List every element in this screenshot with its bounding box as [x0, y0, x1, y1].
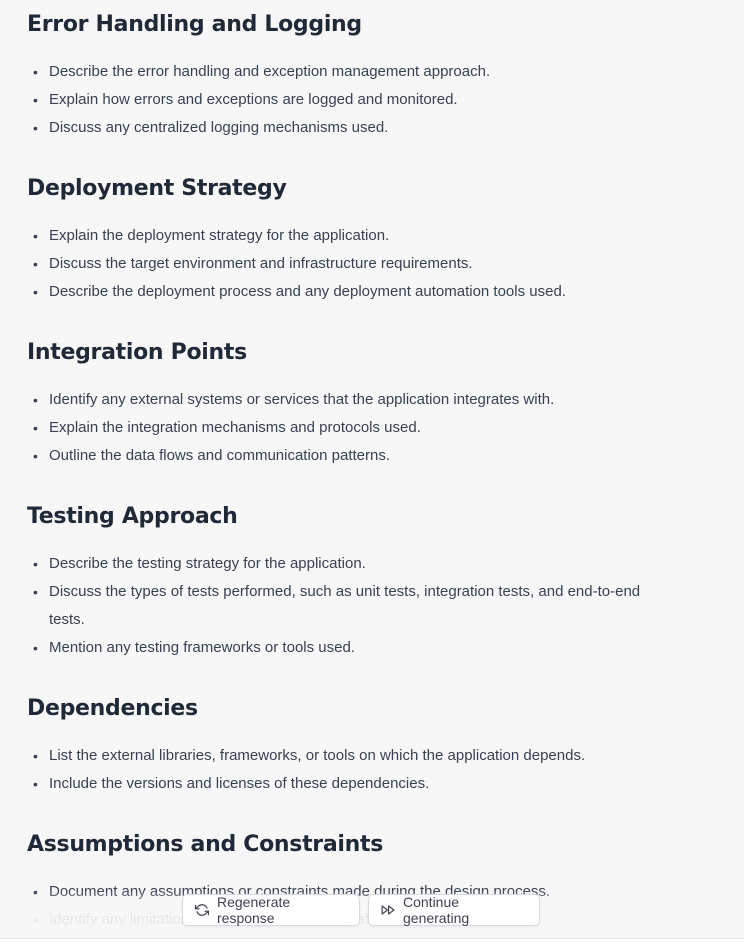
bullet-icon: • — [33, 284, 38, 300]
regenerate-response-label: Regenerate response — [217, 894, 291, 926]
list-item: • Outline the data flows and communicatio… — [27, 442, 667, 470]
composer-top-edge — [0, 938, 744, 949]
list-item-text: Discuss the types of tests performed, su… — [49, 583, 641, 628]
refresh-icon — [195, 903, 209, 917]
bullet-icon: • — [33, 748, 38, 764]
bullet-list: • List the external libraries, frameworks… — [27, 742, 667, 798]
section-integration-points: Integration Points • Identify any externa… — [27, 328, 667, 470]
list-item-text: Describe the error handling and exceptio… — [49, 63, 491, 80]
section-heading: Assumptions and Constraints — [27, 832, 383, 857]
bullet-list: • Identify any external systems or servic… — [27, 386, 667, 470]
list-item-text: Describe the testing strategy for the ap… — [49, 555, 366, 572]
list-item: • Discuss any centralized logging mechani… — [27, 114, 667, 142]
bullet-icon: • — [33, 584, 38, 600]
bullet-icon: • — [33, 912, 38, 928]
section-heading: Testing Approach — [27, 504, 238, 529]
list-item-text: Explain how errors and exceptions are lo… — [49, 91, 458, 108]
bullet-icon: • — [33, 884, 38, 900]
list-item: • Describe the testing strategy for the a… — [27, 550, 667, 578]
list-item: • Explain the integration mechanisms and … — [27, 414, 667, 442]
list-item: • Discuss the types of tests performed, s… — [27, 578, 667, 634]
list-item-text: Explain the integration mechanisms and p… — [49, 419, 421, 436]
bullet-icon: • — [33, 392, 38, 408]
section-dependencies: Dependencies • List the external librarie… — [27, 684, 667, 798]
bullet-icon: • — [33, 120, 38, 136]
list-item: • List the external libraries, frameworks… — [27, 742, 667, 770]
bullet-icon: • — [33, 64, 38, 80]
section-error-handling: Error Handling and Logging • Describe the… — [27, 0, 667, 142]
list-item-text: Discuss the target environment and infra… — [49, 255, 473, 272]
list-item: • Explain the deployment strategy for the… — [27, 222, 667, 250]
list-item-text: Mention any testing frameworks or tools … — [49, 639, 355, 656]
list-item: • Explain how errors and exceptions are l… — [27, 86, 667, 114]
continue-generating-button[interactable]: Continue generating — [368, 894, 540, 926]
list-item-text: Outline the data flows and communication… — [49, 447, 391, 464]
bullet-icon: • — [33, 256, 38, 272]
bullet-list: • Describe the error handling and excepti… — [27, 58, 667, 142]
list-item-text: Explain the deployment strategy for the … — [49, 227, 390, 244]
regenerate-response-button[interactable]: Regenerate response — [182, 894, 360, 926]
list-item-text: Discuss any centralized logging mechanis… — [49, 119, 389, 136]
bullet-icon: • — [33, 640, 38, 656]
section-heading: Deployment Strategy — [27, 176, 287, 201]
list-item-text: Identify any external systems or service… — [49, 391, 555, 408]
bullet-list: • Describe the testing strategy for the a… — [27, 550, 667, 662]
bullet-list: • Explain the deployment strategy for the… — [27, 222, 667, 306]
list-item-text: Include the versions and licenses of the… — [49, 775, 430, 792]
section-heading: Integration Points — [27, 340, 247, 365]
section-deployment-strategy: Deployment Strategy • Explain the deploym… — [27, 164, 667, 306]
list-item-text: Describe the deployment process and any … — [49, 283, 566, 300]
bullet-icon: • — [33, 228, 38, 244]
chat-response-content: Error Handling and Logging • Describe the… — [27, 0, 667, 934]
fast-forward-icon — [381, 903, 395, 917]
list-item: • Discuss the target environment and infr… — [27, 250, 667, 278]
continue-generating-label: Continue generating — [403, 894, 470, 926]
bullet-icon: • — [33, 92, 38, 108]
list-item: • Describe the error handling and excepti… — [27, 58, 667, 86]
list-item: • Mention any testing frameworks or tools… — [27, 634, 667, 662]
section-heading: Error Handling and Logging — [27, 12, 362, 37]
bullet-icon: • — [33, 448, 38, 464]
bullet-icon: • — [33, 420, 38, 436]
list-item-text: List the external libraries, frameworks,… — [49, 747, 586, 764]
list-item: • Include the versions and licenses of th… — [27, 770, 667, 798]
bullet-icon: • — [33, 556, 38, 572]
list-item: • Describe the deployment process and any… — [27, 278, 667, 306]
section-testing-approach: Testing Approach • Describe the testing s… — [27, 492, 667, 662]
list-item: • Identify any external systems or servic… — [27, 386, 667, 414]
bullet-icon: • — [33, 776, 38, 792]
section-heading: Dependencies — [27, 696, 198, 721]
